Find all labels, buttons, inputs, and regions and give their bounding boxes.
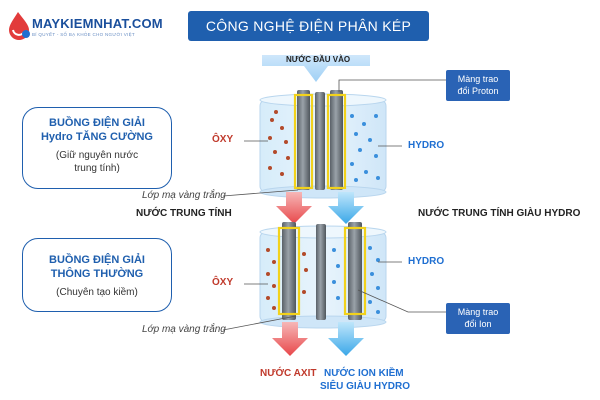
inlet-label: NƯỚC ĐẦU VÀO xyxy=(286,55,351,64)
logo: MAYKIEMNHAT.COM BÍ QUYẾT - SỐ BẠ KHỎE CH… xyxy=(4,6,174,44)
alkaline-arrow xyxy=(328,322,364,356)
membrane-proton-line1: Màng trao xyxy=(457,74,499,84)
acid-water-label: NƯỚC AXIT xyxy=(260,368,317,379)
oxy-bottom-label: ÔXY xyxy=(212,277,234,288)
top-chamber-line2: Hydro TĂNG CƯỜNG xyxy=(40,131,153,143)
membrane-proton-box: Màng trao đổi Proton xyxy=(446,70,510,101)
membrane-proton-line2: đổi Proton xyxy=(457,86,499,96)
top-chamber-line4: trung tính) xyxy=(74,163,120,174)
neutral-water-label: NƯỚC TRUNG TÍNH xyxy=(136,208,232,219)
page-title: CÔNG NGHỆ ĐIỆN PHÂN KÉP xyxy=(188,11,429,41)
coating-bottom-label: Lớp mạ vàng trắng xyxy=(142,324,226,335)
coating-top-label: Lớp mạ vàng trắng xyxy=(142,190,226,201)
logo-tagline: BÍ QUYẾT - SỐ BẠ KHỎE CHO NGƯỜI VIỆT xyxy=(32,32,135,37)
neutral-hydro-water-label: NƯỚC TRUNG TÍNH GIÀU HYDRO xyxy=(418,208,581,219)
top-hydro-bubbles xyxy=(350,114,380,182)
oxy-top-label: ÔXY xyxy=(212,134,234,145)
bottom-hydro-bubbles xyxy=(332,246,380,314)
bottom-electrodes xyxy=(277,222,367,320)
leader-lines xyxy=(222,79,446,331)
top-hydro-arrow xyxy=(328,192,364,224)
top-chamber-line3: (Giữ nguyên nước xyxy=(55,150,139,161)
top-chamber-box: BUỒNG ĐIỆN GIẢI Hydro TĂNG CƯỜNG (Giữ ng… xyxy=(22,107,172,189)
membrane-ion-line2: đổi Ion xyxy=(464,319,492,329)
acid-arrow xyxy=(272,322,308,356)
membrane-ion-line1: Màng trao xyxy=(457,307,499,317)
top-electrodes xyxy=(293,90,347,190)
bottom-chamber-line3: (Chuyên tạo kiềm) xyxy=(56,287,138,298)
logo-brand: MAYKIEMNHAT.COM xyxy=(32,16,163,31)
bottom-chamber-line1: BUỒNG ĐIỆN GIẢI xyxy=(49,254,145,266)
hydro-top-label: HYDRO xyxy=(408,140,445,151)
bottom-chamber-line2: THÔNG THƯỜNG xyxy=(50,268,144,280)
membrane-ion-box: Màng trao đổi Ion xyxy=(446,303,510,334)
alkaline-water-line2: SIÊU GIÀU HYDRO xyxy=(320,381,411,392)
top-oxy-bubbles xyxy=(268,110,290,176)
bottom-chamber-box: BUỒNG ĐIỆN GIẢI THÔNG THƯỜNG (Chuyên tạo… xyxy=(22,238,172,312)
inlet-arrow xyxy=(262,55,370,82)
bottom-oxy-bubbles xyxy=(266,248,308,310)
top-neutral-arrow xyxy=(276,192,312,224)
hydro-bottom-label: HYDRO xyxy=(408,256,445,267)
alkaline-water-line1: NƯỚC ION KIỀM xyxy=(324,368,404,379)
water-drop-logo-icon xyxy=(9,12,30,40)
top-chamber-line1: BUỒNG ĐIỆN GIẢI xyxy=(49,117,145,129)
